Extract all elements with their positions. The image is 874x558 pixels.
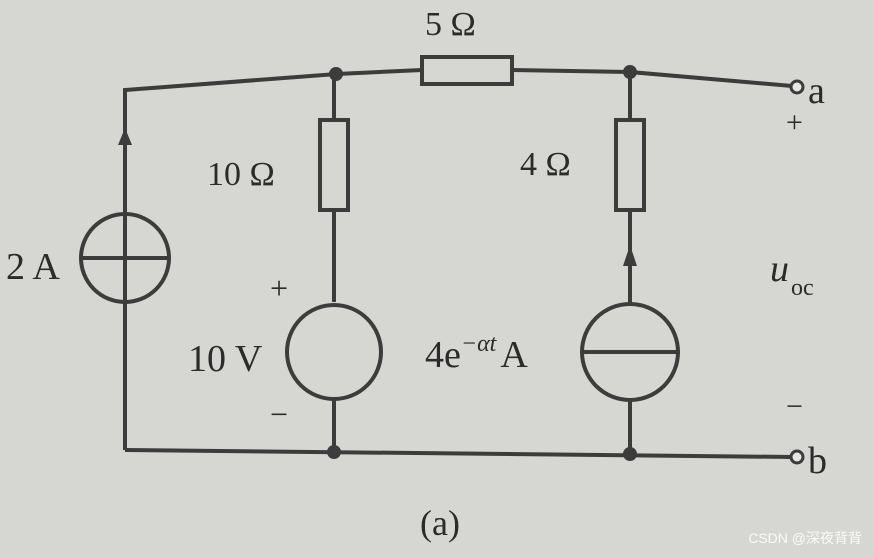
resistor-5ohm — [420, 55, 514, 86]
label-right-source-unit: A — [500, 334, 528, 376]
label-5ohm: 5 Ω — [425, 6, 476, 43]
label-right-source-coef: 4e — [425, 334, 461, 376]
node-top-left — [329, 67, 343, 81]
caption: (a) — [420, 503, 460, 543]
wire-bottom — [124, 448, 793, 459]
resistor-10ohm — [318, 118, 350, 212]
label-plus-10v: + — [270, 270, 289, 306]
label-4ohm: 4 Ω — [520, 146, 571, 183]
label-2a: 2 A — [6, 246, 60, 288]
label-uoc-sub: oc — [791, 275, 814, 301]
wire-top-mid — [511, 68, 793, 88]
resistor-4ohm — [614, 118, 646, 212]
label-minus-10v: − — [270, 396, 289, 432]
node-top-right — [623, 65, 637, 79]
node-bottom-right — [623, 447, 637, 461]
label-uoc-main: u — [770, 248, 789, 290]
label-10v: 10 V — [188, 338, 263, 380]
label-plus-out: + — [786, 106, 803, 139]
arrow-2a-icon — [118, 128, 132, 165]
current-source-2a — [79, 212, 171, 304]
arrow-right-source-icon — [623, 245, 637, 300]
label-right-source-exp: −αt — [460, 331, 497, 357]
label-terminal-b: b — [808, 440, 827, 482]
wire-top-left — [123, 68, 423, 450]
voltage-source-10v — [285, 303, 383, 401]
label-minus-out: − — [786, 390, 803, 423]
terminal-a-node — [789, 79, 805, 95]
label-terminal-a: a — [808, 70, 825, 112]
node-bottom-left — [327, 445, 341, 459]
label-uoc: uoc — [770, 248, 814, 300]
watermark: CSDN @深夜背背 — [748, 530, 862, 546]
terminal-b-node — [789, 449, 805, 465]
label-10ohm: 10 Ω — [207, 156, 275, 193]
current-source-4e-at — [580, 302, 680, 402]
